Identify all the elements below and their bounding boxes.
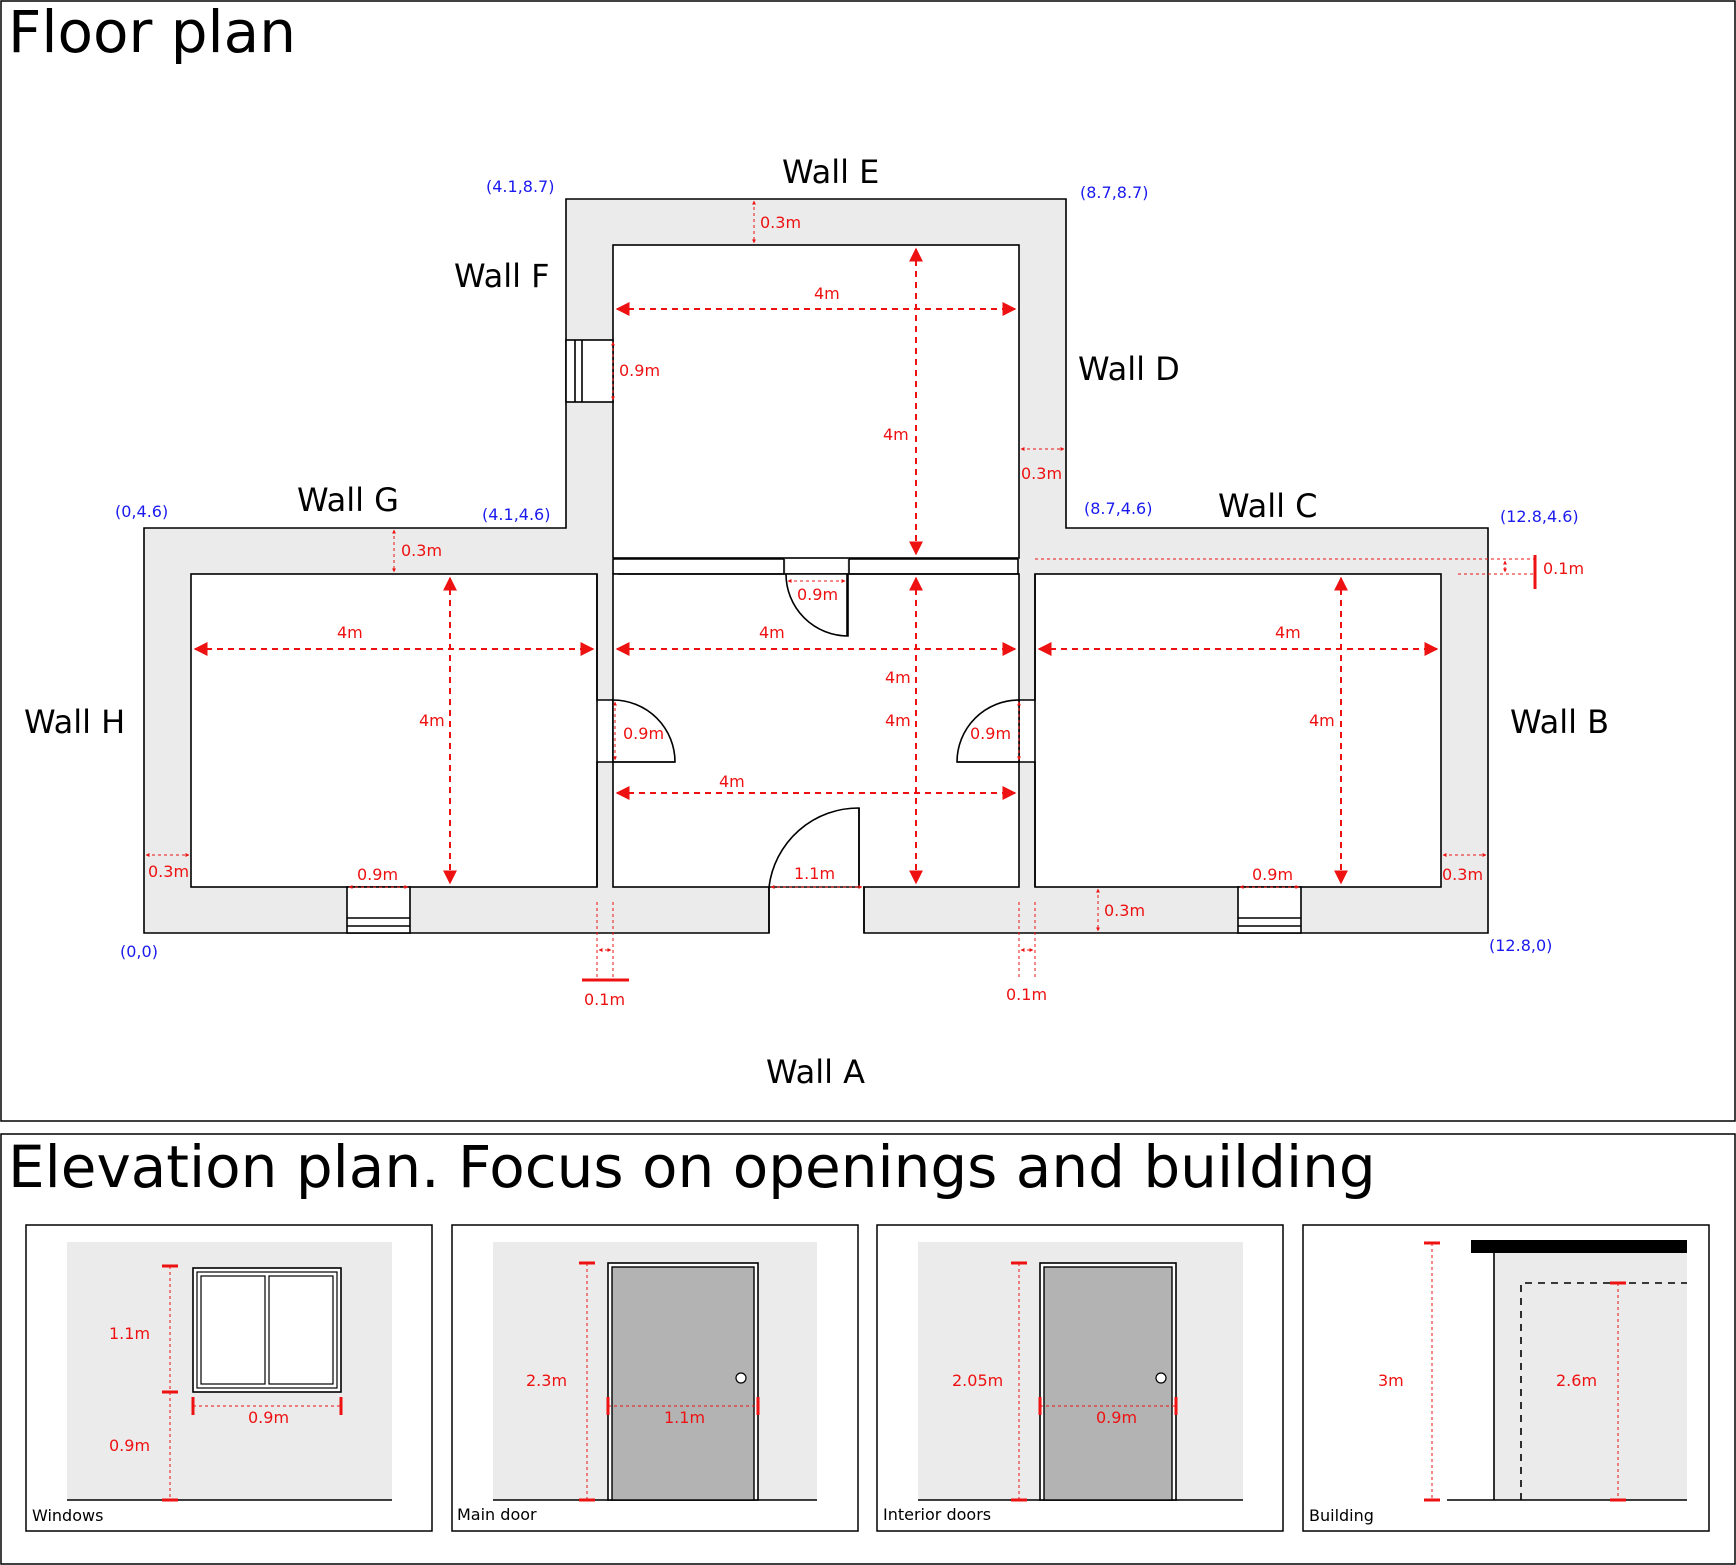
main-door-elevation-icon: [607, 1262, 759, 1501]
coord-wall-e-end: (8.7,8.7): [1080, 183, 1148, 202]
coord-origin: (0,0): [120, 942, 158, 961]
room-right: [1034, 573, 1442, 888]
window-wall-f: [565, 339, 614, 403]
room-left: [190, 573, 598, 888]
partition-dim-right: 0.1m: [1006, 902, 1047, 1004]
floor-plan-title: Floor plan: [8, 0, 296, 66]
dim-wall-e-thickness: 0.3m: [760, 213, 801, 232]
svg-text:0.1m: 0.1m: [584, 990, 625, 1009]
interior-door-height: 2.05m: [952, 1371, 1003, 1390]
window-wall-a-right: [1237, 886, 1302, 934]
interior-door-elevation-icon: [1039, 1262, 1177, 1501]
main-door-height: 2.3m: [526, 1371, 567, 1390]
dim-wall-g-thickness: 0.3m: [401, 541, 442, 560]
windows-sill: 0.9m: [109, 1436, 150, 1455]
dim-left-width: 4m: [337, 623, 363, 642]
dim-top-depth: 4m: [883, 425, 909, 444]
label-wall-c: Wall C: [1218, 487, 1318, 525]
dim-wall-h-thickness: 0.3m: [148, 862, 189, 881]
main-door-label: Main door: [457, 1505, 537, 1524]
dim-right-width: 4m: [1275, 623, 1301, 642]
window-wall-a-left: [346, 886, 411, 934]
label-wall-h: Wall H: [24, 703, 125, 741]
dim-center-width-lower: 4m: [719, 772, 745, 791]
room-top: [612, 244, 1020, 559]
coord-wall-g-end: (4.1,4.6): [482, 505, 550, 524]
dim-center-depth-2: 4m: [885, 711, 911, 730]
dim-wall-d-thickness: 0.3m: [1021, 464, 1062, 483]
main-door-width: 1.1m: [664, 1408, 705, 1427]
building-height: 3m: [1378, 1371, 1404, 1390]
coord-bottom-right: (12.8,0): [1489, 936, 1552, 955]
roof-slab: [1471, 1240, 1687, 1253]
windows-width: 0.9m: [248, 1408, 289, 1427]
window-elevation-icon: [192, 1267, 342, 1393]
dim-center-depth: 4m: [885, 668, 911, 687]
coord-top-left: (0,4.6): [115, 502, 168, 521]
interior-door-width: 0.9m: [1096, 1408, 1137, 1427]
partition-dim-left: 0.1m: [582, 902, 629, 1009]
ceiling-height: 2.6m: [1556, 1371, 1597, 1390]
dim-wall-b-thickness: 0.3m: [1442, 865, 1483, 884]
dim-wall-a-thickness: 0.3m: [1104, 901, 1145, 920]
label-wall-f: Wall F: [454, 257, 550, 295]
door-knob: [735, 1372, 747, 1384]
coord-top-right: (12.8,4.6): [1500, 507, 1579, 526]
door-knob: [1155, 1372, 1167, 1384]
dim-window-wall-f: 0.9m: [619, 361, 660, 380]
windows-label: Windows: [32, 1506, 103, 1525]
elevation-title: Elevation plan. Focus on openings and bu…: [8, 1133, 1376, 1201]
label-wall-a: Wall A: [766, 1053, 865, 1091]
dim-window-right: 0.9m: [1252, 865, 1293, 884]
dim-door-top: 0.9m: [797, 585, 838, 604]
label-wall-d: Wall D: [1078, 350, 1180, 388]
label-wall-g: Wall G: [297, 481, 399, 519]
svg-text:0.1m: 0.1m: [1543, 559, 1584, 578]
dim-left-depth: 4m: [419, 711, 445, 730]
dim-window-left: 0.9m: [357, 865, 398, 884]
elevation-building-panel: 3m 2.6m Building: [1302, 1224, 1710, 1532]
partition-dim-top: 0.1m: [1035, 555, 1584, 589]
interior-doors-label: Interior doors: [883, 1505, 991, 1524]
elevation-interior-doors-panel: 2.05m 0.9m Interior doors: [876, 1224, 1284, 1532]
dim-main-door: 1.1m: [794, 864, 835, 883]
svg-text:0.1m: 0.1m: [1006, 985, 1047, 1004]
dim-right-depth: 4m: [1309, 711, 1335, 730]
dim-top-width: 4m: [814, 284, 840, 303]
door-left-room: [612, 699, 676, 763]
elevation-panel: Elevation plan. Focus on openings and bu…: [0, 1133, 1736, 1565]
door-right-room: [956, 699, 1020, 763]
floor-plan-panel: Floor plan: [0, 0, 1736, 1122]
label-wall-b: Wall B: [1510, 703, 1609, 741]
dim-door-right: 0.9m: [970, 724, 1011, 743]
dim-door-left: 0.9m: [623, 724, 664, 743]
windows-height: 1.1m: [109, 1324, 150, 1343]
label-wall-e: Wall E: [782, 153, 879, 191]
elevation-windows-panel: 1.1m 0.9m 0.9m Windows: [25, 1224, 433, 1532]
dim-center-width: 4m: [759, 623, 785, 642]
main-door: [768, 807, 860, 888]
elevation-main-door-panel: 2.3m 1.1m Main door: [451, 1224, 859, 1532]
coord-wall-c-start: (8.7,4.6): [1084, 499, 1152, 518]
building-label: Building: [1309, 1506, 1374, 1525]
coord-wall-f-top: (4.1,8.7): [486, 177, 554, 196]
